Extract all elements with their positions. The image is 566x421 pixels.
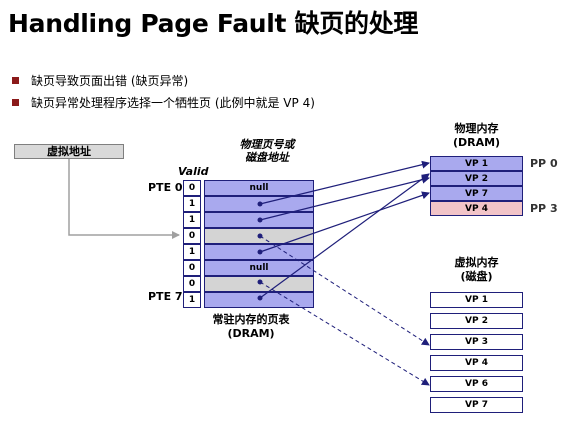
page-table-header: 物理页号或 磁盘地址 [222,138,312,164]
valid-bit: 1 [183,292,201,308]
valid-bit: 0 [183,260,201,276]
pte-pointer-dot [257,201,263,207]
valid-bit: 0 [183,228,201,244]
physical-memory-title: 物理内存 (DRAM) [430,122,523,150]
pte-pointer-dot [257,233,263,239]
valid-label: Valid [178,165,209,178]
bullet-text: 缺页异常处理程序选择一个牺牲页 (此例中就是 VP 4) [31,96,315,110]
page-table-row: 0 [183,276,314,292]
virtual-page-box: VP 4 [430,355,523,371]
pte2-to-pp1-arrow [259,175,430,221]
page-table-caption-line2: (DRAM) [227,327,275,340]
physical-page-box: VP 1 [430,156,523,171]
virtual-memory-title-line1: 虚拟内存 [454,256,499,269]
page-table-header-line2: 磁盘地址 [245,151,289,164]
pte-pointer-dot [257,295,263,301]
page-table-entry: null [204,180,314,196]
pp0-label: PP 0 [530,157,558,170]
bullet-text: 缺页导致页面出错 (缺页异常) [31,74,189,88]
virtual-page-box: VP 3 [430,334,523,350]
page-table-header-line1: 物理页号或 [239,138,295,151]
bullet-item: 缺页异常处理程序选择一个牺牲页 (此例中就是 VP 4) [12,94,315,111]
bullet-square-icon [12,77,19,84]
page-title: Handling Page Fault 缺页的处理 [8,9,419,38]
valid-bit: 0 [183,276,201,292]
valid-bit: 1 [183,244,201,260]
virtual-address-arrow [68,159,180,239]
virtual-memory-title-line2: (磁盘) [460,270,493,283]
valid-bit: 0 [183,180,201,196]
pte4-to-pp3-arrow [259,191,430,253]
physical-page-box: VP 4 [430,201,523,216]
pte-pointer-dot [257,249,263,255]
physical-page-box: VP 7 [430,186,523,201]
pte1-to-pp0-arrow [259,160,430,205]
physical-page-box: VP 2 [430,171,523,186]
pte0-label: PTE 0 [148,181,183,194]
virtual-address-box: 虚拟地址 [14,144,124,159]
pp3-label: PP 3 [530,202,558,215]
physical-memory-title-line1: 物理内存 [454,122,499,135]
virtual-page-box: VP 1 [430,292,523,308]
pte7-label: PTE 7 [148,290,183,303]
bullet-square-icon [12,99,19,106]
physical-memory-title-line2: (DRAM) [452,136,501,149]
valid-bit: 1 [183,196,201,212]
virtual-memory-title: 虚拟内存 (磁盘) [430,256,523,284]
pte-pointer-dot [257,217,263,223]
page-table-caption-line1: 常驻内存的页表 [212,313,290,326]
page-table-caption: 常驻内存的页表 (DRAM) [196,313,306,341]
page-table-entry: null [204,260,314,276]
virtual-page-box: VP 6 [430,376,523,392]
virtual-page-box: VP 7 [430,397,523,413]
pte-pointer-dot [257,279,263,285]
valid-bit: 1 [183,212,201,228]
pte6-to-disk-arrow [259,281,430,386]
pte7-to-pp2-arrow [259,173,430,299]
virtual-page-box: VP 2 [430,313,523,329]
pte3-to-disk-arrow [259,235,430,346]
bullet-item: 缺页导致页面出错 (缺页异常) [12,72,188,89]
